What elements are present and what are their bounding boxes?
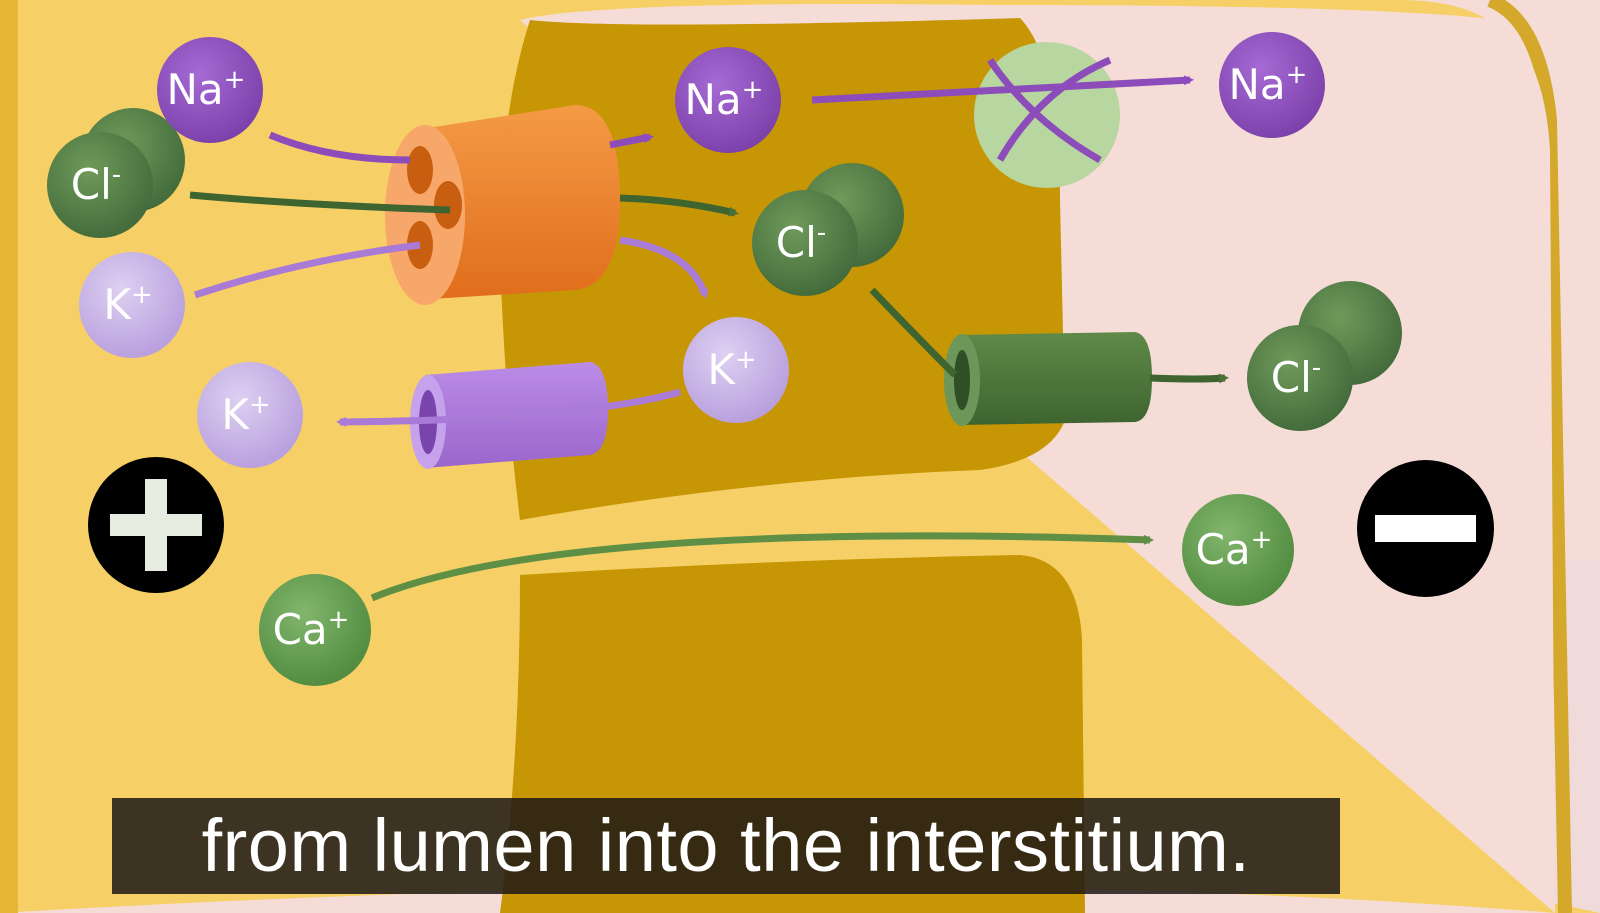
chloride-ion-label: Cl- — [776, 218, 826, 267]
ion-layer: Na+ Cl- K+ K+ Ca+ Na+ Cl- K+ Na+ Cl- Ca+ — [47, 32, 1353, 686]
sodium-ion: Na+ — [1219, 32, 1325, 138]
sodium-ion-circle — [675, 47, 781, 153]
potassium-ion-label: K+ — [103, 280, 152, 329]
chloride-ion: Cl- — [47, 132, 153, 238]
arrow-na-to-cell — [609, 133, 654, 149]
potassium-ion-circle — [683, 317, 789, 423]
minus-sign-icon — [1357, 460, 1494, 597]
chloride-ion-label: Cl- — [71, 160, 121, 209]
arrow-cl-into-transporter — [189, 191, 451, 214]
sodium-ion-label: Na+ — [167, 65, 246, 114]
sodium-pump — [974, 42, 1120, 188]
nkcc-cotransporter — [385, 105, 620, 305]
potassium-ion-circle — [79, 252, 185, 358]
sodium-ion-label: Na+ — [1229, 60, 1308, 109]
arrow-na-to-interstitium — [811, 75, 1194, 104]
arrow-cl-to-cell — [619, 194, 739, 217]
calcium-ion: Ca+ — [1182, 494, 1294, 606]
arrow-k-into-transporter — [193, 241, 421, 299]
potassium-ion-circle — [197, 362, 303, 468]
potassium-ion: K+ — [683, 317, 789, 423]
interstitium-wedge — [0, 4, 1555, 913]
arrow-ca-paracellular — [370, 532, 1154, 602]
minus-bar — [1375, 515, 1476, 542]
chloride-channel — [944, 332, 1152, 426]
sodium-ion: Na+ — [157, 37, 263, 143]
sodium-ion: Na+ — [675, 47, 781, 153]
chloride-ion-label: Cl- — [1271, 353, 1321, 402]
chloride-ion-circle — [752, 190, 858, 296]
calcium-ion-circle — [1182, 494, 1294, 606]
arrow-k-to-cell — [619, 236, 709, 299]
potassium-ion: K+ — [79, 252, 185, 358]
plus-sign-icon — [88, 457, 224, 593]
arrow-cl-to-interstitium — [1149, 373, 1229, 384]
potassium-ion-label: K+ — [707, 345, 756, 394]
chloride-ion: Cl- — [752, 190, 858, 296]
sodium-ion-label: Na+ — [685, 75, 764, 124]
outer-membrane — [1487, 0, 1572, 913]
chloride-ion: Cl- — [1247, 325, 1353, 431]
chloride-ion-circle — [1247, 325, 1353, 431]
chloride-ion-circle — [47, 132, 153, 238]
calcium-ion: Ca+ — [259, 574, 371, 686]
calcium-ion-circle — [259, 574, 371, 686]
arrow-na-into-transporter — [268, 131, 411, 164]
subtitle-caption: from lumen into the interstitium. — [112, 798, 1340, 894]
sodium-ion-circle — [157, 37, 263, 143]
arrow-cl-into-channel — [869, 287, 958, 378]
arrow-k-back-to-lumen — [336, 388, 681, 427]
calcium-ion-label: Ca+ — [273, 605, 350, 654]
potassium-ion-label: K+ — [221, 390, 270, 439]
calcium-ion-label: Ca+ — [1196, 525, 1273, 574]
potassium-ion: K+ — [197, 362, 303, 468]
plus-vertical-bar — [145, 479, 167, 571]
sodium-ion-circle — [1219, 32, 1325, 138]
